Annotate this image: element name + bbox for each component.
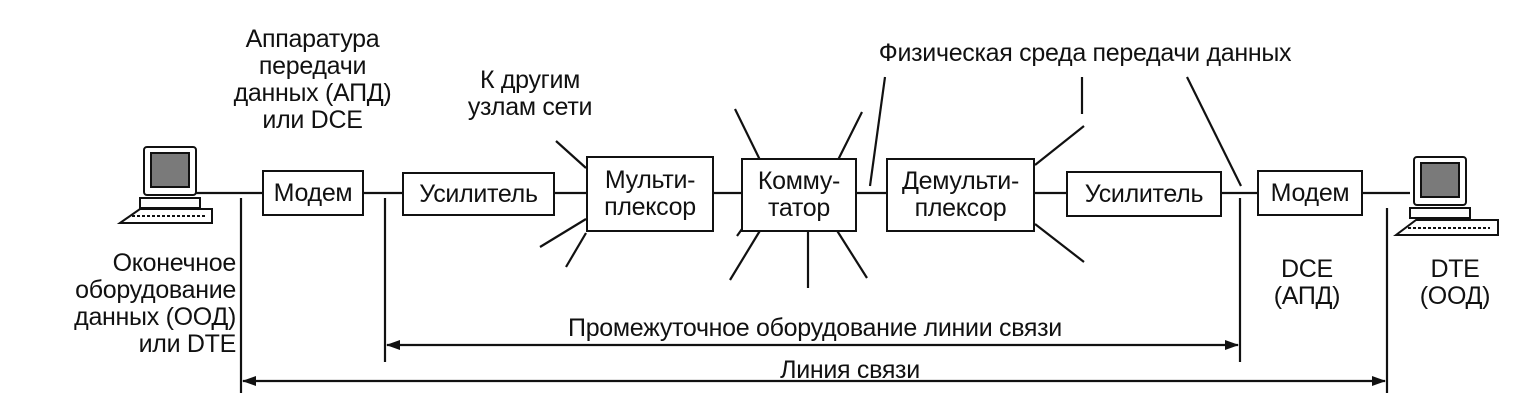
amplifier-box-right: Усилитель <box>1066 171 1222 217</box>
multiplexer-box: Мульти- плексор <box>586 156 714 232</box>
switch-ray <box>837 111 863 161</box>
modem-box-left: Модем <box>262 170 364 216</box>
demux-ray <box>1034 125 1085 166</box>
switch-box: Комму- татор <box>741 158 857 232</box>
mux-ray <box>555 140 587 169</box>
amplifier-box-left: Усилитель <box>402 172 555 216</box>
mux-ray <box>539 218 587 248</box>
medium-pointer <box>1186 76 1242 187</box>
switch-ray <box>835 228 868 279</box>
intermediate-equipment-label: Промежуточное оборудование линии связи <box>568 314 1062 342</box>
switch-ray <box>729 228 762 281</box>
demultiplexer-box: Демульти- плексор <box>886 158 1035 232</box>
other-nodes-label: К другим узлам сети <box>467 66 593 121</box>
dte-left-label: Оконечное оборудование данных (ООД) или … <box>74 249 236 358</box>
medium-pointer <box>868 76 887 187</box>
demux-ray <box>1034 223 1085 263</box>
dce-top-label: Аппаратура передачи данных (АПД) или DCE <box>233 25 392 134</box>
computer-icon-right <box>1393 156 1499 236</box>
modem-box-right: Модем <box>1257 170 1363 216</box>
dce-right-label: DCE (АПД) <box>1273 255 1341 310</box>
dte-right-label: DTE (ООД) <box>1419 255 1491 310</box>
physical-medium-label: Физическая среда передачи данных <box>878 39 1292 67</box>
mux-ray <box>565 232 587 268</box>
communication-line-label: Линия связи <box>780 356 920 384</box>
computer-icon-left <box>116 146 213 224</box>
switch-ray <box>734 108 761 161</box>
